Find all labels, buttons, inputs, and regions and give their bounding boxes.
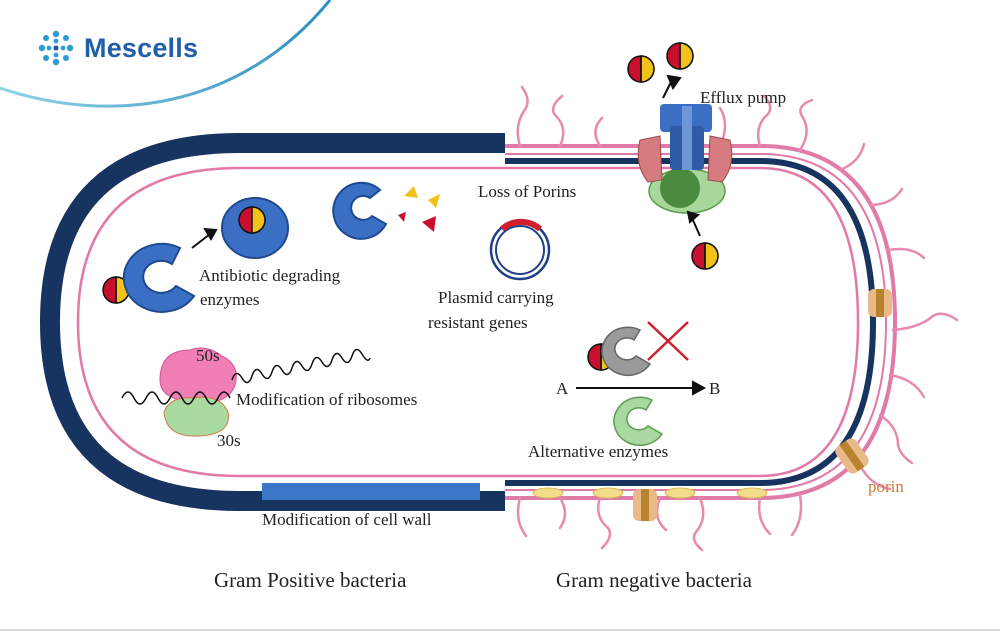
efflux-pump — [637, 104, 733, 214]
inner-membrane — [76, 166, 860, 478]
antibiotic-degrading-label-2: enzymes — [200, 290, 259, 309]
brand-logo: Mescells — [36, 28, 198, 68]
plasmid-label-2: resistant genes — [428, 313, 528, 332]
pili — [516, 85, 959, 552]
brand-name: Mescells — [84, 32, 199, 63]
modification-cell-wall-label: Modification of cell wall — [262, 510, 432, 529]
gram-negative-label: Gram negative bacteria — [556, 568, 753, 592]
thick-cell-wall — [39, 133, 505, 511]
outer-membrane-gram-negative — [505, 144, 898, 500]
antibiotic-degrading-label-1: Antibiotic degrading — [199, 266, 341, 285]
arrows — [191, 74, 707, 396]
plasmid — [489, 218, 551, 281]
plasmid-label-1: Plasmid carrying — [438, 288, 554, 307]
porin-label: porin — [868, 477, 904, 496]
mescells-logo-icon — [38, 30, 74, 66]
ribosome-30s-label: 30s — [217, 431, 241, 450]
cell-envelope — [39, 133, 898, 511]
brand-arc — [0, 0, 332, 108]
modified-wall-segment — [262, 483, 480, 500]
ribosome — [121, 347, 371, 437]
alternative-enzymes — [601, 321, 689, 446]
modification-ribosomes-label: Modification of ribosomes — [236, 390, 417, 409]
alternative-enzymes-label: Alternative enzymes — [528, 442, 668, 461]
thin-cell-wall — [505, 158, 877, 486]
loss-of-porins-label: Loss of Porins — [478, 182, 576, 201]
porin-channels — [633, 289, 892, 521]
reaction-a-label: A — [556, 379, 569, 398]
reaction-b-label: B — [709, 379, 720, 398]
degrading-enzymes — [122, 181, 440, 313]
efflux-pump-label: Efflux pump — [700, 88, 786, 107]
periplasm-proteins — [532, 487, 768, 499]
gram-positive-label: Gram Positive bacteria — [214, 568, 407, 592]
ribosome-50s-label: 50s — [196, 346, 220, 365]
